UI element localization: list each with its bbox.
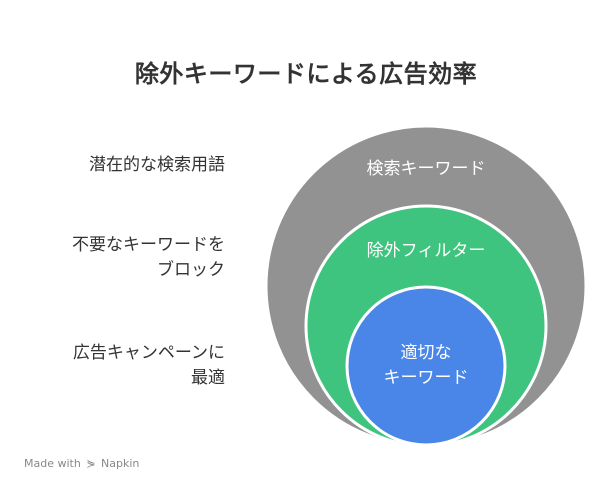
middle-circle-label: 除外フィルター — [367, 241, 486, 261]
side-label-line: 広告キャンペーンに — [72, 343, 225, 363]
side-label-optimal-campaign: 広告キャンペーンに 最適 — [73, 341, 225, 391]
made-with-napkin-watermark: Made with ⋟ Napkin — [24, 457, 139, 470]
side-label-line: 潜在的な検索用語 — [89, 155, 225, 175]
side-label-line: ブロック — [157, 260, 225, 280]
diagram-title: 除外キーワードによる広告効率 — [134, 60, 478, 88]
side-label-block-keywords: 不要なキーワードを ブロック — [72, 233, 225, 283]
watermark-brand: Napkin — [101, 457, 140, 470]
side-label-line: 最適 — [191, 368, 225, 388]
watermark-prefix: Made with — [24, 457, 81, 470]
inner-circle-relevant-keywords — [345, 285, 507, 447]
side-label-line: 不要なキーワードを — [72, 235, 225, 255]
side-label-potential-terms: 潜在的な検索用語 — [89, 153, 225, 178]
inner-circle-label-line2: キーワード — [384, 368, 469, 388]
napkin-logo-icon: ⋟ — [86, 457, 96, 470]
outer-circle-label: 検索キーワード — [367, 159, 486, 179]
inner-circle-label-line1: 適切な — [401, 343, 452, 363]
